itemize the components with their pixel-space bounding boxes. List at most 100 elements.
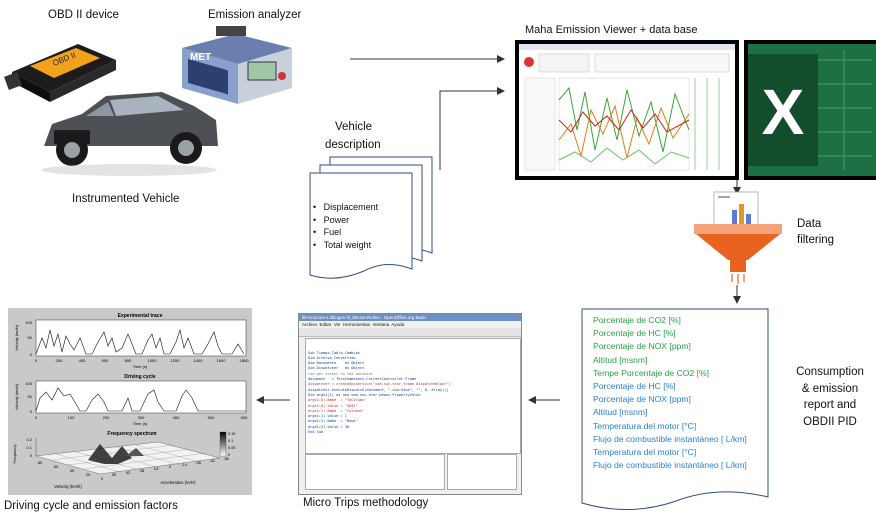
experimental-xtick: 1000 bbox=[148, 358, 158, 363]
driving-cycle-ytick: 50 bbox=[28, 394, 33, 399]
driving-cycle-xlabel: Time (s) bbox=[133, 421, 148, 426]
experimental-xtick: 0 bbox=[35, 358, 38, 363]
colorbar-tick: 0 bbox=[228, 453, 230, 457]
emission-analyzer-image: MET bbox=[182, 26, 292, 104]
driving-cycle-xtick: 100 bbox=[68, 415, 75, 420]
experimental-xtick: 400 bbox=[79, 358, 86, 363]
frequency-ytick: -28 bbox=[195, 460, 202, 465]
frequency-xtick: 20 bbox=[86, 472, 91, 477]
report-line: Porcentaje de NOX [ppm] bbox=[593, 341, 691, 352]
driving-cycle-ylabel: Velocity (km/h) bbox=[14, 383, 19, 410]
obd-device-image: OBD II bbox=[4, 44, 116, 102]
report-line: Altitud [msnm] bbox=[593, 407, 648, 418]
experimental-trace-title: Experimental trace bbox=[118, 313, 163, 319]
vehicle-description-item-weight: • Total weight bbox=[313, 239, 372, 250]
experimental-ylabel: Velocity (km/h) bbox=[14, 324, 19, 351]
frequency-xtick: 60 bbox=[54, 464, 59, 469]
report-line: Flujo de combustible instantáneo [ L/km] bbox=[593, 460, 747, 471]
experimental-xlabel: Time (s) bbox=[133, 364, 148, 369]
micro-trips-editor: file:sources-s.liblogen.hl_librose.Rulin… bbox=[298, 313, 522, 495]
driving-cycle-title: Driving cycle bbox=[124, 374, 155, 380]
data-filtering-label-1: Data bbox=[797, 218, 822, 230]
emission-analyzer-label: Emission analyzer bbox=[208, 9, 302, 21]
driving-cycle-label: Driving cycle and emission factors bbox=[4, 500, 178, 512]
frequency-xtick: 40 bbox=[70, 468, 75, 473]
report-line: Altitud [msnm] bbox=[593, 354, 648, 365]
editor-titlebar: file:sources-s.liblogen.hl_librose.Rulin… bbox=[299, 314, 521, 321]
report-document bbox=[581, 308, 769, 510]
colorbar-tick: 0.05 bbox=[228, 446, 235, 450]
obd-device-label: OBD II device bbox=[48, 9, 119, 21]
experimental-xtick: 1800 bbox=[240, 358, 250, 363]
vehicle-description-item-displacement: • Displacement bbox=[313, 202, 379, 212]
frequency-xtick: 0 bbox=[101, 476, 104, 481]
report-line: Temperatura del motor [°C] bbox=[593, 447, 697, 458]
frequency-ytick: 0 bbox=[169, 464, 172, 469]
editor-toolbar bbox=[299, 328, 521, 337]
driving-cycle-xtick: 200 bbox=[103, 415, 110, 420]
report-line: Porcentaje de CO2 [%] bbox=[593, 315, 681, 325]
analyzer-brand-text: MET bbox=[190, 52, 211, 63]
editor-watch-pane bbox=[305, 454, 445, 490]
frequency-ytick: -14 bbox=[181, 462, 188, 467]
frequency-velocity-label: Velocity (km/h) bbox=[54, 484, 82, 489]
consumption-report-label: Consumption & emission report and OBDII … bbox=[796, 366, 864, 428]
maha-viewer-label: Maha Emission Viewer + data base bbox=[525, 24, 698, 36]
driving-cycle-xtick: 400 bbox=[173, 415, 180, 420]
data-filtering-funnel bbox=[694, 191, 782, 284]
instrumented-vehicle-label: Instrumented Vehicle bbox=[72, 193, 180, 205]
driving-cycle-xtick: 300 bbox=[138, 415, 145, 420]
experimental-xtick: 1400 bbox=[194, 358, 204, 363]
experimental-xtick: 200 bbox=[56, 358, 63, 363]
driving-cycle-ytick: 0 bbox=[30, 409, 33, 414]
instrumented-vehicle-image bbox=[41, 92, 218, 176]
frequency-ytick: -42 bbox=[209, 458, 216, 463]
driving-cycle-line bbox=[35, 387, 246, 412]
frequency-ytick: 28 bbox=[140, 468, 145, 473]
editor-menubar: Archivo Editar Ver Herramientas Ventana … bbox=[302, 322, 405, 327]
frequency-ytick: -55 bbox=[223, 456, 230, 461]
frequency-ytick: 55 bbox=[112, 472, 117, 477]
experimental-xtick: 800 bbox=[125, 358, 132, 363]
report-line: Tempe Porcentaje de CO2 [%] bbox=[593, 367, 710, 378]
arrow-description-to-viewer bbox=[439, 87, 505, 170]
report-line: Flujo de combustible instantáneo [ L/km] bbox=[593, 433, 747, 444]
experimental-ytick: 0 bbox=[30, 352, 33, 357]
driving-cycle-ytick: 100 bbox=[25, 381, 32, 386]
maha-viewer-screenshot bbox=[515, 40, 739, 180]
frequency-title: Frequency spectrum bbox=[107, 431, 157, 437]
frequency-zlabel: Frequency bbox=[12, 445, 17, 464]
experimental-trace-line bbox=[35, 328, 245, 355]
frequency-ztick: 0 bbox=[30, 453, 33, 458]
frequency-ytick: 42 bbox=[126, 470, 131, 475]
experimental-ytick: 100 bbox=[25, 320, 32, 325]
experimental-ytick: 50 bbox=[28, 335, 33, 340]
vehicle-description-label-2: description bbox=[325, 139, 381, 151]
data-filtering-label-2: filtering bbox=[797, 234, 835, 246]
vehicle-description-document-stack bbox=[309, 156, 433, 279]
experimental-xtick: 1200 bbox=[171, 358, 181, 363]
report-lines: Porcentaje de CO2 [%] Porcentaje de HC [… bbox=[593, 314, 747, 472]
report-line: Temperatura del motor [°C] bbox=[593, 420, 697, 431]
editor-calls-pane bbox=[447, 454, 517, 490]
driving-cycle-figure: Experimental trace Velocity (km/h) 100 5… bbox=[8, 308, 252, 495]
excel-icon: X bbox=[744, 40, 876, 180]
vehicle-description-label-1: Vehicle bbox=[335, 121, 373, 133]
frequency-ytick: 14 bbox=[154, 466, 159, 471]
colorbar-tick: 0.15 bbox=[228, 432, 235, 436]
micro-trips-label: Micro Trips methodology bbox=[303, 497, 429, 509]
report-line: Porcentaje de NOX [ppm] bbox=[593, 394, 691, 405]
svg-text:X: X bbox=[762, 76, 805, 148]
frequency-ztick: 0.1 bbox=[26, 445, 32, 450]
colorbar-tick: 0.1 bbox=[228, 439, 233, 443]
vehicle-description-list: • Displacement • Power • Fuel • Total we… bbox=[313, 201, 378, 251]
report-line: Porcentaje de HC [%] bbox=[593, 328, 676, 339]
driving-cycle-xtick: 500 bbox=[208, 415, 215, 420]
frequency-xtick: 80 bbox=[38, 460, 43, 465]
experimental-xtick: 1600 bbox=[217, 358, 227, 363]
vehicle-description-item-power: • Power bbox=[313, 214, 350, 225]
driving-cycle-xtick: 0 bbox=[35, 415, 38, 420]
driving-cycle-xtick: 600 bbox=[241, 415, 248, 420]
